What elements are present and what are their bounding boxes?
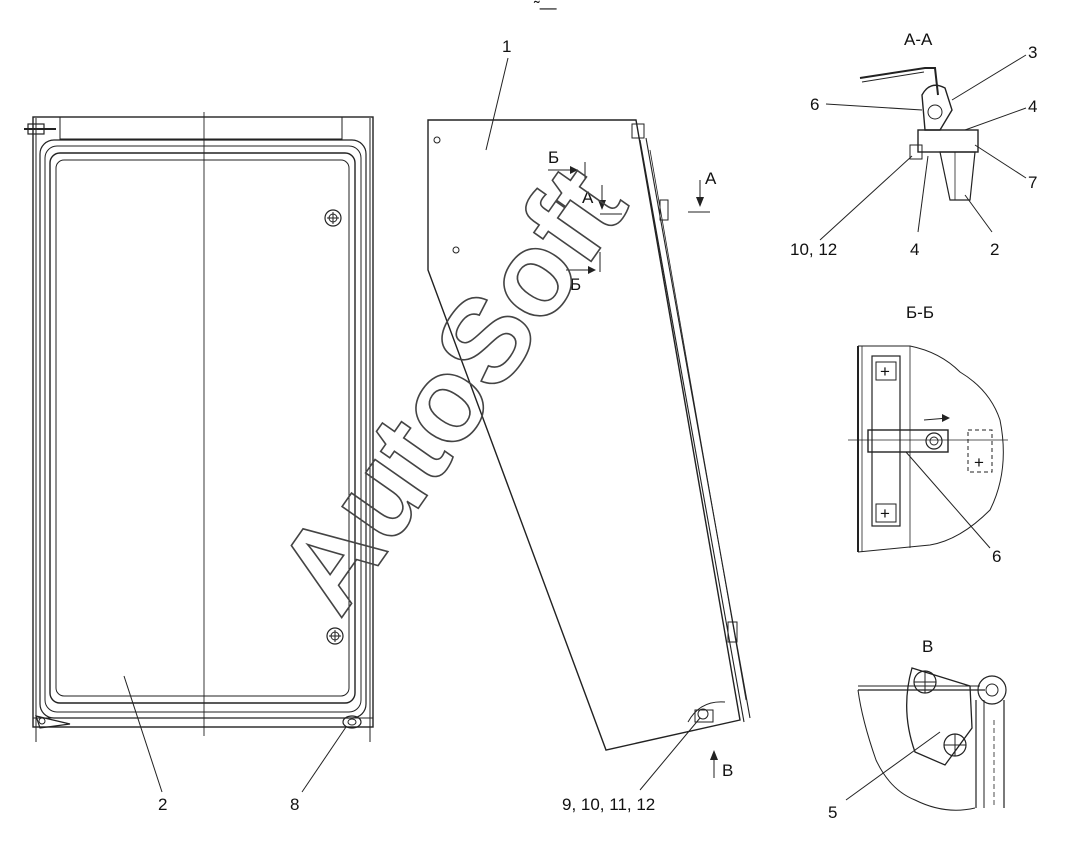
leader-aa-6 bbox=[825, 103, 923, 111]
callout-aa-7: 7 bbox=[1028, 173, 1037, 192]
section-aa-view: А-А 3 6 4 7 10, 12 4 2 bbox=[790, 30, 1037, 259]
callout-aa-3: 3 bbox=[1028, 43, 1037, 62]
door-top-rail bbox=[59, 116, 343, 140]
callout-aa-6: 6 bbox=[810, 95, 819, 114]
callout-aa-2: 2 bbox=[990, 240, 999, 259]
bb-break-outline bbox=[857, 345, 1004, 553]
v-break-outline bbox=[857, 685, 980, 811]
arrow-head-icon bbox=[598, 200, 606, 210]
arrow-head-icon bbox=[588, 266, 596, 274]
leader-9-12 bbox=[639, 717, 701, 791]
arrow-head-icon bbox=[710, 750, 718, 760]
title-aa: А-А bbox=[904, 30, 933, 49]
leader-aa-7 bbox=[974, 144, 1027, 179]
mark-a-left: А bbox=[582, 188, 594, 207]
plus-icon: + bbox=[880, 362, 890, 381]
arrow-head-icon bbox=[942, 414, 950, 422]
hinge-item8-icon bbox=[342, 715, 362, 729]
cover-side-view: Б А А Б В 1 9, 10, 11, 12 bbox=[427, 37, 751, 814]
mark-b-top: Б bbox=[548, 148, 559, 167]
screw-icon bbox=[433, 136, 441, 144]
door-glass-inner bbox=[55, 159, 350, 697]
section-v-view: В 5 bbox=[828, 637, 1007, 822]
aa-seal bbox=[921, 84, 953, 131]
door-front-view: 2 8 bbox=[24, 112, 374, 814]
leader-aa-2 bbox=[964, 194, 993, 233]
title-bb: Б-Б bbox=[906, 303, 934, 322]
callout-aa-4-top: 4 bbox=[1028, 97, 1037, 116]
hinge-bolt-icon bbox=[697, 708, 709, 720]
plus-icon: + bbox=[974, 453, 984, 472]
door-outer-frame bbox=[32, 116, 374, 728]
cover-rail-2 bbox=[645, 137, 751, 719]
callout-9-12: 9, 10, 11, 12 bbox=[562, 795, 655, 814]
cover-outline bbox=[427, 119, 741, 751]
leader-2 bbox=[123, 675, 163, 793]
leader-aa-3 bbox=[951, 54, 1027, 101]
door-glass-outer bbox=[49, 152, 356, 704]
leader-aa-10-12 bbox=[819, 155, 913, 241]
aa-bracket bbox=[917, 129, 979, 153]
callout-aa-10-12: 10, 12 bbox=[790, 240, 837, 259]
door-frame-inner-2 bbox=[44, 145, 362, 713]
leader-8 bbox=[301, 726, 347, 793]
callout-2-door: 2 bbox=[158, 795, 167, 814]
screw-icon bbox=[452, 246, 460, 254]
bolt-icon bbox=[326, 627, 344, 645]
leader-aa-4-top bbox=[964, 107, 1027, 131]
bb-strip bbox=[871, 355, 901, 527]
mark-v: В bbox=[722, 761, 733, 780]
latch-bottom-icon bbox=[35, 715, 71, 729]
arrow-head-icon bbox=[570, 166, 578, 174]
v-hinge-pin-outer bbox=[977, 675, 1007, 705]
title-v: В bbox=[922, 637, 933, 656]
aa-profile-inner bbox=[861, 71, 925, 83]
hinge-plate bbox=[694, 709, 714, 723]
callout-1: 1 bbox=[502, 37, 511, 56]
aa-nut bbox=[909, 144, 923, 160]
cover-rail-1 bbox=[639, 139, 745, 723]
v-hinge-pin-inner bbox=[985, 683, 999, 697]
cover-top-clip bbox=[631, 123, 645, 139]
hinge-top-icon bbox=[24, 123, 56, 135]
leader-bb-6 bbox=[905, 451, 991, 549]
mark-a-right: А bbox=[705, 169, 717, 188]
aa-panel bbox=[939, 151, 976, 201]
bb-screw-top bbox=[875, 361, 897, 381]
arrow-head-icon bbox=[696, 197, 704, 207]
leader-aa-4-bottom bbox=[917, 155, 929, 233]
bb-latch-bar bbox=[867, 429, 949, 453]
callout-aa-4-bottom: 4 bbox=[910, 240, 919, 259]
door-frame-inner-1 bbox=[39, 139, 367, 719]
callout-bb-6: 6 bbox=[992, 547, 1001, 566]
cover-mid-clip bbox=[659, 199, 669, 221]
v-plate bbox=[906, 667, 973, 766]
section-bb-view: Б-Б + + + 6 bbox=[848, 303, 1008, 566]
mark-b-bottom: Б bbox=[570, 275, 581, 294]
plus-icon: + bbox=[880, 504, 890, 523]
aa-profile-top bbox=[859, 67, 939, 96]
top-mark: ˜— bbox=[533, 0, 557, 17]
leader-1 bbox=[485, 57, 509, 151]
callout-8: 8 bbox=[290, 795, 299, 814]
watermark: AutoSoft bbox=[252, 143, 652, 635]
hinge-bottom-detail bbox=[687, 701, 726, 723]
cover-rail-3 bbox=[649, 149, 747, 701]
aa-seal-core bbox=[927, 104, 943, 120]
bb-latch-nut bbox=[925, 432, 943, 450]
bb-latch-ghost bbox=[967, 429, 993, 473]
cover-low-clip bbox=[727, 621, 738, 643]
leader-v-5 bbox=[845, 731, 941, 801]
callout-v-5: 5 bbox=[828, 803, 837, 822]
bolt-icon bbox=[324, 209, 342, 227]
bb-screw-bottom bbox=[875, 503, 897, 523]
bb-latch-nut-inner bbox=[929, 436, 939, 446]
